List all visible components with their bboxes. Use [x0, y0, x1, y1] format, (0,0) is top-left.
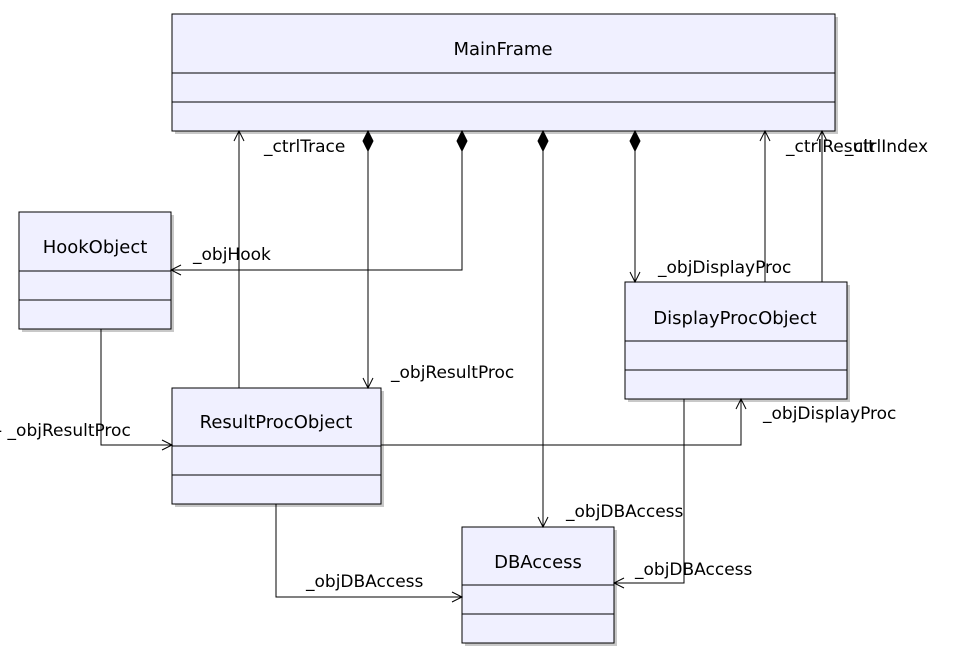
class-name-mainframe: MainFrame — [453, 39, 552, 60]
class-displayprocobject[interactable]: DisplayProcObject — [624, 281, 850, 402]
label-obj-result-proc-left: - _objResultProc — [0, 421, 131, 441]
label-obj-display-proc-top: _objDisplayProc — [657, 258, 791, 278]
class-mainframe[interactable]: MainFrame — [171, 13, 838, 134]
label-obj-dbaccess-left: _objDBAccess — [305, 572, 424, 592]
edge-resultproc-to-mainframe — [233, 129, 245, 388]
class-name-dbaccess: DBAccess — [494, 552, 582, 573]
label-obj-dbaccess-right: _objDBAccess — [634, 560, 753, 580]
edge-resultproc-to-displayproc — [381, 397, 747, 446]
edge-displayproc-to-dbaccess — [612, 399, 685, 589]
label-obj-display-proc-right: _objDisplayProc — [762, 404, 896, 424]
edge-resultproc-to-dbaccess — [275, 504, 464, 603]
edge-mainframe-to-resultproc — [362, 129, 374, 390]
class-name-displayprocobject: DisplayProcObject — [653, 308, 816, 329]
class-name-hookobject: HookObject — [43, 237, 148, 258]
class-name-resultprocobject: ResultProcObject — [200, 412, 353, 433]
label-ctrl-trace: _ctrlTrace — [263, 137, 345, 157]
class-hookobject[interactable]: HookObject — [18, 211, 174, 332]
class-resultprocobject[interactable]: ResultProcObject — [171, 387, 384, 507]
edge-hook-to-resultproc — [100, 329, 174, 451]
edge-mainframe-to-hook — [169, 129, 468, 276]
edge-displayproc-to-mainframe-result — [759, 129, 771, 282]
edge-displayproc-to-mainframe-index — [816, 129, 828, 282]
label-ctrl-result: _ctrlResult — [785, 137, 875, 157]
label-obj-result-proc-mid: _objResultProc — [390, 363, 514, 383]
label-ctrl-index: _ctrlIndex — [844, 137, 928, 157]
label-obj-hook: _objHook — [192, 245, 271, 265]
edge-mainframe-to-displayproc — [629, 129, 641, 284]
edge-mainframe-to-dbaccess — [537, 129, 549, 529]
label-obj-dbaccess-top: _objDBAccess — [565, 502, 684, 522]
class-dbaccess[interactable]: DBAccess — [461, 526, 617, 646]
